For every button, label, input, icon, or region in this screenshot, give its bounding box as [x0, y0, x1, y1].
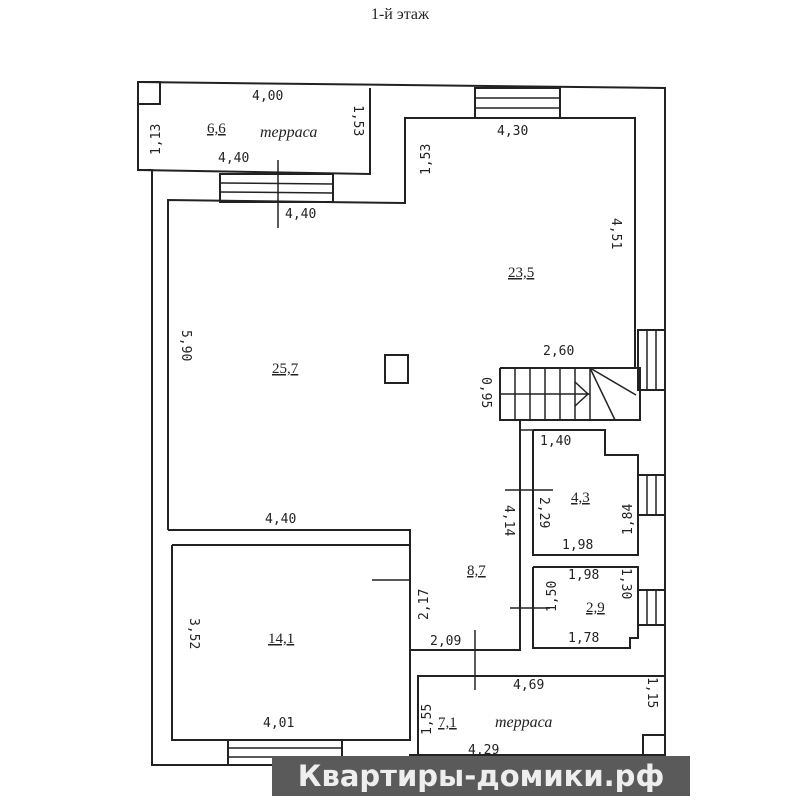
room-area: 25,7: [272, 361, 299, 377]
dimension-label: 1,13: [149, 124, 164, 155]
dimension-label: 4,00: [252, 89, 283, 104]
dimension-label: 4,40: [265, 512, 296, 527]
room-area: 2,9: [586, 600, 605, 616]
chimney: [384, 354, 409, 384]
watermark: Квартиры-домики.рф: [272, 756, 690, 796]
room-area: 14,1: [268, 631, 294, 647]
room-area: 8,7: [467, 563, 486, 579]
dimension-label: 1,84: [621, 504, 636, 535]
walls: [137, 81, 666, 766]
dimension-label: 2,17: [417, 589, 432, 620]
column: [137, 81, 161, 105]
dimension-label: 1,53: [419, 144, 434, 175]
room-label: терраса: [495, 714, 552, 731]
room-label: терраса: [260, 124, 317, 141]
dimension-label: 4,51: [608, 218, 623, 249]
dimension-label: 1,50: [545, 581, 560, 612]
dimension-label: 2,09: [430, 634, 461, 649]
column: [642, 734, 666, 756]
floor-title: 1-й этаж: [370, 6, 430, 23]
dimension-label: 1,78: [568, 631, 599, 646]
dimension-label: 3,52: [186, 618, 201, 649]
room-area: 23,5: [508, 265, 534, 281]
dimension-label: 4,40: [285, 207, 316, 222]
dimension-label: 1,30: [618, 568, 633, 599]
dimensions: 4,00 1,13 1,53 4,40 4,40 1,53 4,30 4,51 …: [149, 89, 659, 758]
room-area: 7,1: [438, 715, 457, 731]
dimension-label: 1,98: [568, 568, 599, 583]
dimension-label: 5,90: [178, 330, 193, 361]
dimension-label: 1,98: [562, 538, 593, 553]
dimension-label: 1,55: [420, 704, 435, 735]
dimension-label: 2,29: [536, 497, 551, 528]
windows: [219, 87, 666, 766]
room-area: 4,3: [571, 490, 590, 506]
dimension-label: 4,01: [263, 716, 294, 731]
dimension-label: 4,30: [497, 124, 528, 139]
dimension-label: 4,40: [218, 151, 249, 166]
dimension-label: 1,40: [540, 434, 571, 449]
dimension-label: 4,29: [468, 743, 499, 758]
dimension-label: 2,60: [543, 344, 574, 359]
room-area: 6,6: [207, 121, 226, 137]
dimension-label: 0,95: [478, 377, 493, 408]
dimension-label: 4,14: [501, 505, 516, 536]
dimension-label: 1,53: [350, 105, 365, 136]
dimension-label: 4,69: [513, 678, 544, 693]
dimension-label: 1,15: [644, 677, 659, 708]
stairs: [277, 160, 637, 690]
